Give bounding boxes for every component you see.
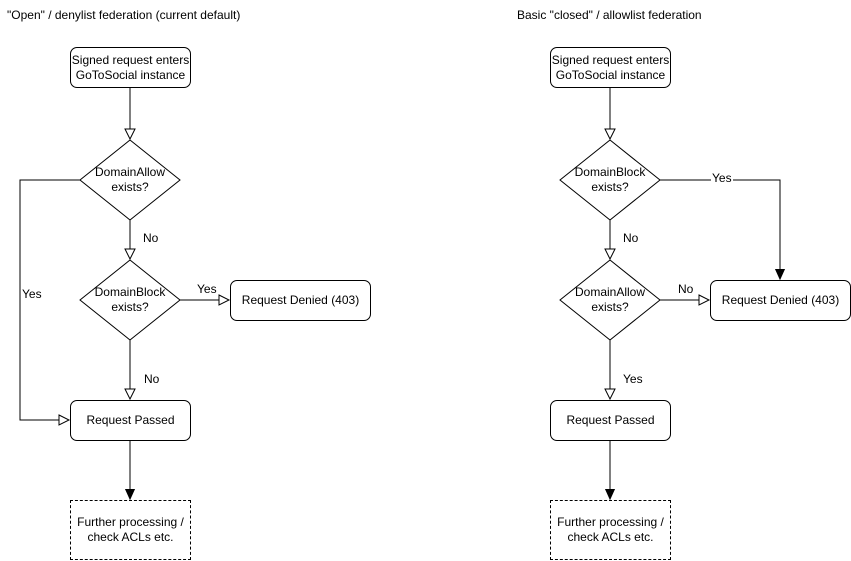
left-decision1-label: DomainAllow exists? bbox=[80, 140, 180, 220]
right-denied-node: Request Denied (403) bbox=[710, 280, 851, 321]
left-decision1-diamond bbox=[79, 139, 181, 221]
right-start-label-line1: Signed request enters bbox=[551, 52, 670, 67]
right-decision1-diamond bbox=[559, 139, 661, 221]
left-decision2-line2: exists? bbox=[111, 300, 149, 314]
left-further-line1: Further processing / bbox=[77, 515, 184, 529]
right-further-node: Further processing / check ACLs etc. bbox=[550, 500, 671, 560]
left-further-line2: check ACLs etc. bbox=[87, 530, 174, 544]
left-decision2-yes-label: Yes bbox=[196, 282, 218, 296]
left-decision2-diamond bbox=[79, 259, 181, 341]
right-further-line2: check ACLs etc. bbox=[567, 530, 654, 544]
left-start-label-line1: Signed request enters bbox=[71, 52, 190, 67]
left-decision1-yes-label: Yes bbox=[21, 287, 43, 301]
right-further-line1: Further processing / bbox=[557, 515, 664, 529]
right-decision1-line1: DomainBlock bbox=[574, 165, 646, 179]
left-decision2-label: DomainBlock exists? bbox=[80, 260, 180, 340]
right-decision1-label: DomainBlock exists? bbox=[560, 140, 660, 220]
right-decision1-no-label: No bbox=[622, 231, 640, 245]
right-decision2-no-label: No bbox=[677, 282, 695, 296]
right-decision2-yes-label: Yes bbox=[622, 372, 644, 386]
right-decision2-label: DomainAllow exists? bbox=[560, 260, 660, 340]
edge-right-decision1-yes-to-denied bbox=[660, 179, 780, 279]
right-start-label-line2: GoToSocial instance bbox=[555, 67, 666, 82]
left-denied-label: Request Denied (403) bbox=[241, 293, 360, 307]
left-decision1-line1: DomainAllow bbox=[94, 165, 166, 179]
edge-left-decision1-yes-loop-to-passed bbox=[19, 179, 80, 426]
right-decision2-line2: exists? bbox=[591, 300, 629, 314]
right-start-node: Signed request enters GoToSocial instanc… bbox=[550, 47, 671, 88]
right-flow-title: Basic "closed" / allowlist federation bbox=[517, 8, 702, 22]
right-decision1-yes-label: Yes bbox=[711, 171, 733, 185]
right-passed-label: Request Passed bbox=[566, 413, 655, 427]
left-flow-title: "Open" / denylist federation (current de… bbox=[7, 8, 241, 22]
right-decision1-line2: exists? bbox=[591, 180, 629, 194]
right-passed-node: Request Passed bbox=[550, 400, 671, 441]
left-denied-node: Request Denied (403) bbox=[230, 280, 371, 321]
right-decision2-diamond bbox=[559, 259, 661, 341]
left-start-label-line2: GoToSocial instance bbox=[75, 67, 186, 82]
right-denied-label: Request Denied (403) bbox=[721, 293, 840, 307]
left-decision2-line1: DomainBlock bbox=[94, 285, 166, 299]
left-start-node: Signed request enters GoToSocial instanc… bbox=[70, 47, 191, 88]
left-decision2-no-label: No bbox=[143, 372, 161, 386]
left-passed-label: Request Passed bbox=[86, 413, 175, 427]
left-further-node: Further processing / check ACLs etc. bbox=[70, 500, 191, 560]
left-decision1-no-label: No bbox=[142, 231, 160, 245]
right-decision2-line1: DomainAllow bbox=[574, 285, 646, 299]
left-decision1-line2: exists? bbox=[111, 180, 149, 194]
left-passed-node: Request Passed bbox=[70, 400, 191, 441]
